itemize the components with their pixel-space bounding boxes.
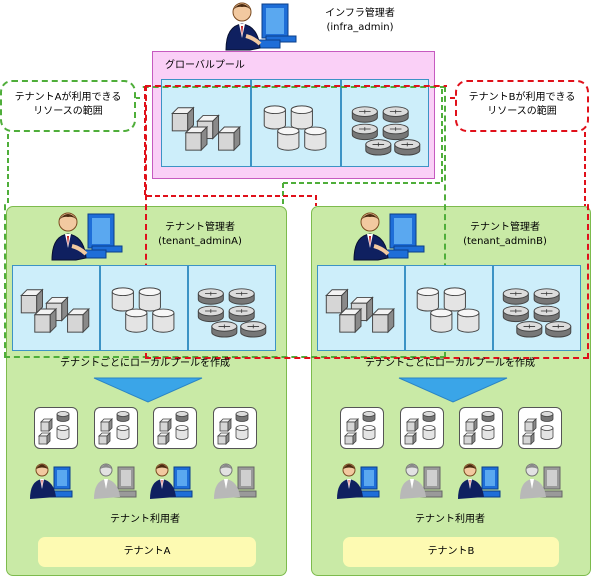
- user-icon: [398, 461, 448, 501]
- infra-admin-title: インフラ管理者: [325, 8, 395, 19]
- tenant-a-admin-icon: [48, 210, 128, 266]
- tenant-a-admin-id: (tenant_adminA): [158, 236, 242, 247]
- tenant-b-vm-3: [459, 407, 503, 449]
- tenant-b-users-caption: テナント利用者: [415, 514, 485, 525]
- vm-resource-icon: [341, 408, 381, 446]
- global-storage-cell: [251, 79, 341, 167]
- tenant-b-down-arrow: [398, 377, 508, 403]
- user-icon: [28, 461, 78, 501]
- network-group-icon: [499, 284, 577, 338]
- tenant-b-range-callout: テナントBが利用できる リソースの範囲: [455, 80, 589, 132]
- vm-resource-icon: [460, 408, 500, 446]
- global-server-cell: [161, 79, 251, 167]
- tenant-a-users-caption: テナント利用者: [110, 514, 180, 525]
- vm-resource-icon: [519, 408, 559, 446]
- vm-resource-icon: [214, 408, 254, 446]
- storage-group-icon: [106, 284, 184, 338]
- vm-resource-icon: [35, 408, 75, 446]
- tenant-a-range-callout: テナントAが利用できる リソースの範囲: [0, 80, 136, 132]
- tenant-a-server-cell: [12, 265, 100, 351]
- global-network-cell: [341, 79, 429, 167]
- tenant-b-range-outline: [145, 85, 589, 359]
- tenant-b-vm-4: [518, 407, 562, 449]
- tenant-b-storage-cell: [405, 265, 493, 351]
- callout-b-line1: テナントBが利用できる: [468, 92, 576, 103]
- tenant-a-vm-4: [213, 407, 257, 449]
- user-icon: [92, 461, 142, 501]
- vm-resource-icon: [401, 408, 441, 446]
- tenant-a-name: テナントA: [38, 537, 256, 567]
- callout-a-line1: テナントAが利用できる: [14, 92, 122, 103]
- tenant-a-vm-3: [153, 407, 197, 449]
- server-group-icon: [322, 282, 400, 336]
- tenant-a-network-cell: [188, 265, 276, 351]
- callout-b-line2: リソースの範囲: [487, 106, 557, 117]
- vm-resource-icon: [154, 408, 194, 446]
- user-icon: [148, 461, 198, 501]
- tenant-a-vm-2: [94, 407, 138, 449]
- tenant-a-down-arrow: [93, 377, 203, 403]
- tenant-b-server-cell: [317, 265, 405, 351]
- network-group-icon: [194, 284, 272, 338]
- vm-resource-icon: [95, 408, 135, 446]
- tenant-a-storage-cell: [100, 265, 188, 351]
- tenant-a-admin-title: テナント管理者: [165, 222, 235, 233]
- tenant-b-admin-id: (tenant_adminB): [463, 236, 547, 247]
- tenant-b-admin-icon: [350, 210, 430, 266]
- callout-a-line2: リソースの範囲: [33, 106, 103, 117]
- tenant-b-network-cell: [493, 265, 581, 351]
- user-icon: [518, 461, 568, 501]
- tenant-b-vm-1: [340, 407, 384, 449]
- tenant-b-vm-2: [400, 407, 444, 449]
- tenant-b-name: テナントB: [343, 537, 559, 567]
- user-icon: [335, 461, 385, 501]
- infra-admin-id: (infra_admin): [326, 22, 394, 33]
- global-pool-label: グローバルプール: [165, 60, 245, 71]
- user-icon: [212, 461, 262, 501]
- storage-group-icon: [411, 284, 489, 338]
- tenant-a-vm-1: [34, 407, 78, 449]
- tenant-b-local-pool-caption: テナントごとにローカルプールを作成: [365, 358, 535, 369]
- server-group-icon: [17, 282, 95, 336]
- tenant-b-admin-title: テナント管理者: [470, 222, 540, 233]
- user-icon: [456, 461, 506, 501]
- tenant-a-local-pool-caption: テナントごとにローカルプールを作成: [60, 358, 230, 369]
